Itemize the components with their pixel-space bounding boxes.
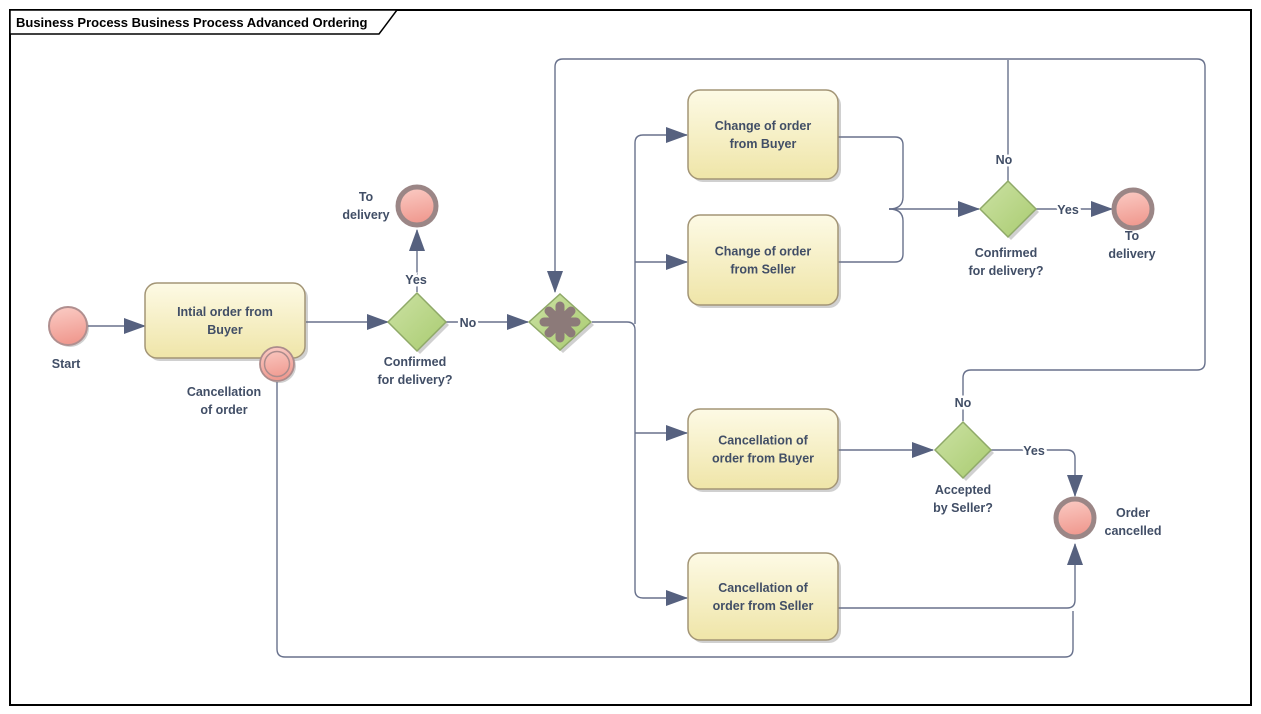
event-cancellation-of-order[interactable]: Cancellation of order <box>187 346 296 417</box>
gateway-accepted-by-seller[interactable]: Accepted by Seller? <box>933 420 994 515</box>
event-to-delivery-1[interactable]: To delivery <box>342 184 439 228</box>
task-cancellation-of-order-from-buyer-label: Cancellation of <box>718 434 808 448</box>
task-cancellation-of-order-from-seller[interactable]: Cancellation of order from Seller <box>687 552 841 643</box>
flow-no-loop-to-complex[interactable] <box>547 58 1206 421</box>
event-cancellation-of-order-label: Cancellation <box>187 385 261 399</box>
task-initial-order-from-buyer-shape[interactable] <box>144 282 306 359</box>
event-to-delivery-2-label: delivery <box>1108 247 1155 261</box>
gateway-confirmed-for-delivery-2-shape[interactable] <box>978 179 1038 239</box>
task-change-of-order-from-buyer-label: from Buyer <box>730 137 797 151</box>
task-cancellation-of-order-from-seller-shape[interactable] <box>687 552 839 641</box>
event-order-cancelled-label: Order <box>1116 506 1150 520</box>
task-cancellation-of-order-from-buyer[interactable]: Cancellation of order from Buyer <box>687 408 841 492</box>
task-cancellation-of-order-from-buyer-label: order from Buyer <box>712 452 814 466</box>
task-change-of-order-from-seller[interactable]: Change of order from Seller <box>687 214 841 308</box>
complex-gateway-asterisk-icon <box>544 306 576 338</box>
event-cancellation-of-order-label: of order <box>200 403 247 417</box>
event-cancellation-of-order-inner-ring <box>263 350 291 378</box>
task-change-of-order-from-buyer-label: Change of order <box>715 119 812 133</box>
flow-complex-to-change-buyer[interactable] <box>634 127 688 324</box>
flow-change-seller-out[interactable] <box>838 208 904 263</box>
diagram-title: Business Process Business Process Advanc… <box>16 15 367 30</box>
event-to-delivery-2-shape[interactable] <box>1111 187 1155 231</box>
gateway-accepted-by-seller-label: Accepted <box>935 483 991 497</box>
event-start-shape[interactable] <box>48 306 88 346</box>
task-change-of-order-from-seller-shape[interactable] <box>687 214 839 306</box>
flow-accepted-yes-to-cancelled[interactable] <box>991 449 1083 497</box>
task-initial-order-from-buyer-label: Buyer <box>207 323 243 337</box>
flow-change-buyer-out[interactable] <box>838 136 904 210</box>
label-yes-accepted: Yes <box>1023 444 1045 458</box>
task-change-of-order-from-seller-label: Change of order <box>715 245 812 259</box>
gateway-accepted-by-seller-shape[interactable] <box>933 420 993 480</box>
flow-complex-to-cancel-seller[interactable] <box>592 321 688 606</box>
flow-boundary-cancellation[interactable] <box>276 382 1074 658</box>
gateway-confirmed-for-delivery-1[interactable]: Confirmed for delivery? <box>377 291 453 387</box>
gateway-accepted-by-seller-label: by Seller? <box>933 501 993 515</box>
gateway-confirmed-for-delivery-2-label: for delivery? <box>968 264 1043 278</box>
event-to-delivery-1-shape[interactable] <box>395 184 439 228</box>
event-start[interactable]: Start <box>48 306 89 371</box>
event-to-delivery-1-label: delivery <box>342 208 389 222</box>
label-yes-confirmed-2: Yes <box>1057 203 1079 217</box>
task-initial-order-from-buyer-label: Intial order from <box>177 305 273 319</box>
gateway-confirmed-for-delivery-1-label: for delivery? <box>377 373 452 387</box>
gateway-confirmed-for-delivery-1-label: Confirmed <box>384 355 447 369</box>
event-to-delivery-2-label: To <box>1125 229 1140 243</box>
label-no-confirmed-2: No <box>996 153 1013 167</box>
task-cancellation-of-order-from-seller-label: order from Seller <box>713 599 814 613</box>
label-no-confirmed-1: No <box>460 316 477 330</box>
diagram-frame <box>9 9 1252 706</box>
diagram-title-tab <box>9 9 399 35</box>
label-no-accepted: No <box>955 396 972 410</box>
task-change-of-order-from-seller-label: from Seller <box>730 263 795 277</box>
task-change-of-order-from-buyer-shape[interactable] <box>687 89 839 180</box>
task-change-of-order-from-buyer[interactable]: Change of order from Buyer <box>687 89 841 182</box>
gateway-complex[interactable] <box>527 292 594 353</box>
event-order-cancelled-label: cancelled <box>1105 524 1162 538</box>
task-cancellation-of-order-from-buyer-shape[interactable] <box>687 408 839 490</box>
event-order-cancelled[interactable]: Order cancelled <box>1053 496 1162 540</box>
event-to-delivery-1-label: To <box>359 190 374 204</box>
task-cancellation-of-order-from-seller-label: Cancellation of <box>718 581 808 595</box>
label-yes-confirmed-1: Yes <box>405 273 427 287</box>
gateway-confirmed-for-delivery-2-label: Confirmed <box>975 246 1038 260</box>
gateway-confirmed-for-delivery-1-shape[interactable] <box>386 291 448 353</box>
event-order-cancelled-shape[interactable] <box>1053 496 1097 540</box>
flow-cancel-seller-to-cancelled[interactable] <box>838 543 1083 609</box>
gateway-confirmed-for-delivery-2[interactable]: Confirmed for delivery? <box>968 179 1044 278</box>
event-start-label: Start <box>52 357 81 371</box>
event-to-delivery-2[interactable]: To delivery <box>1108 187 1156 261</box>
